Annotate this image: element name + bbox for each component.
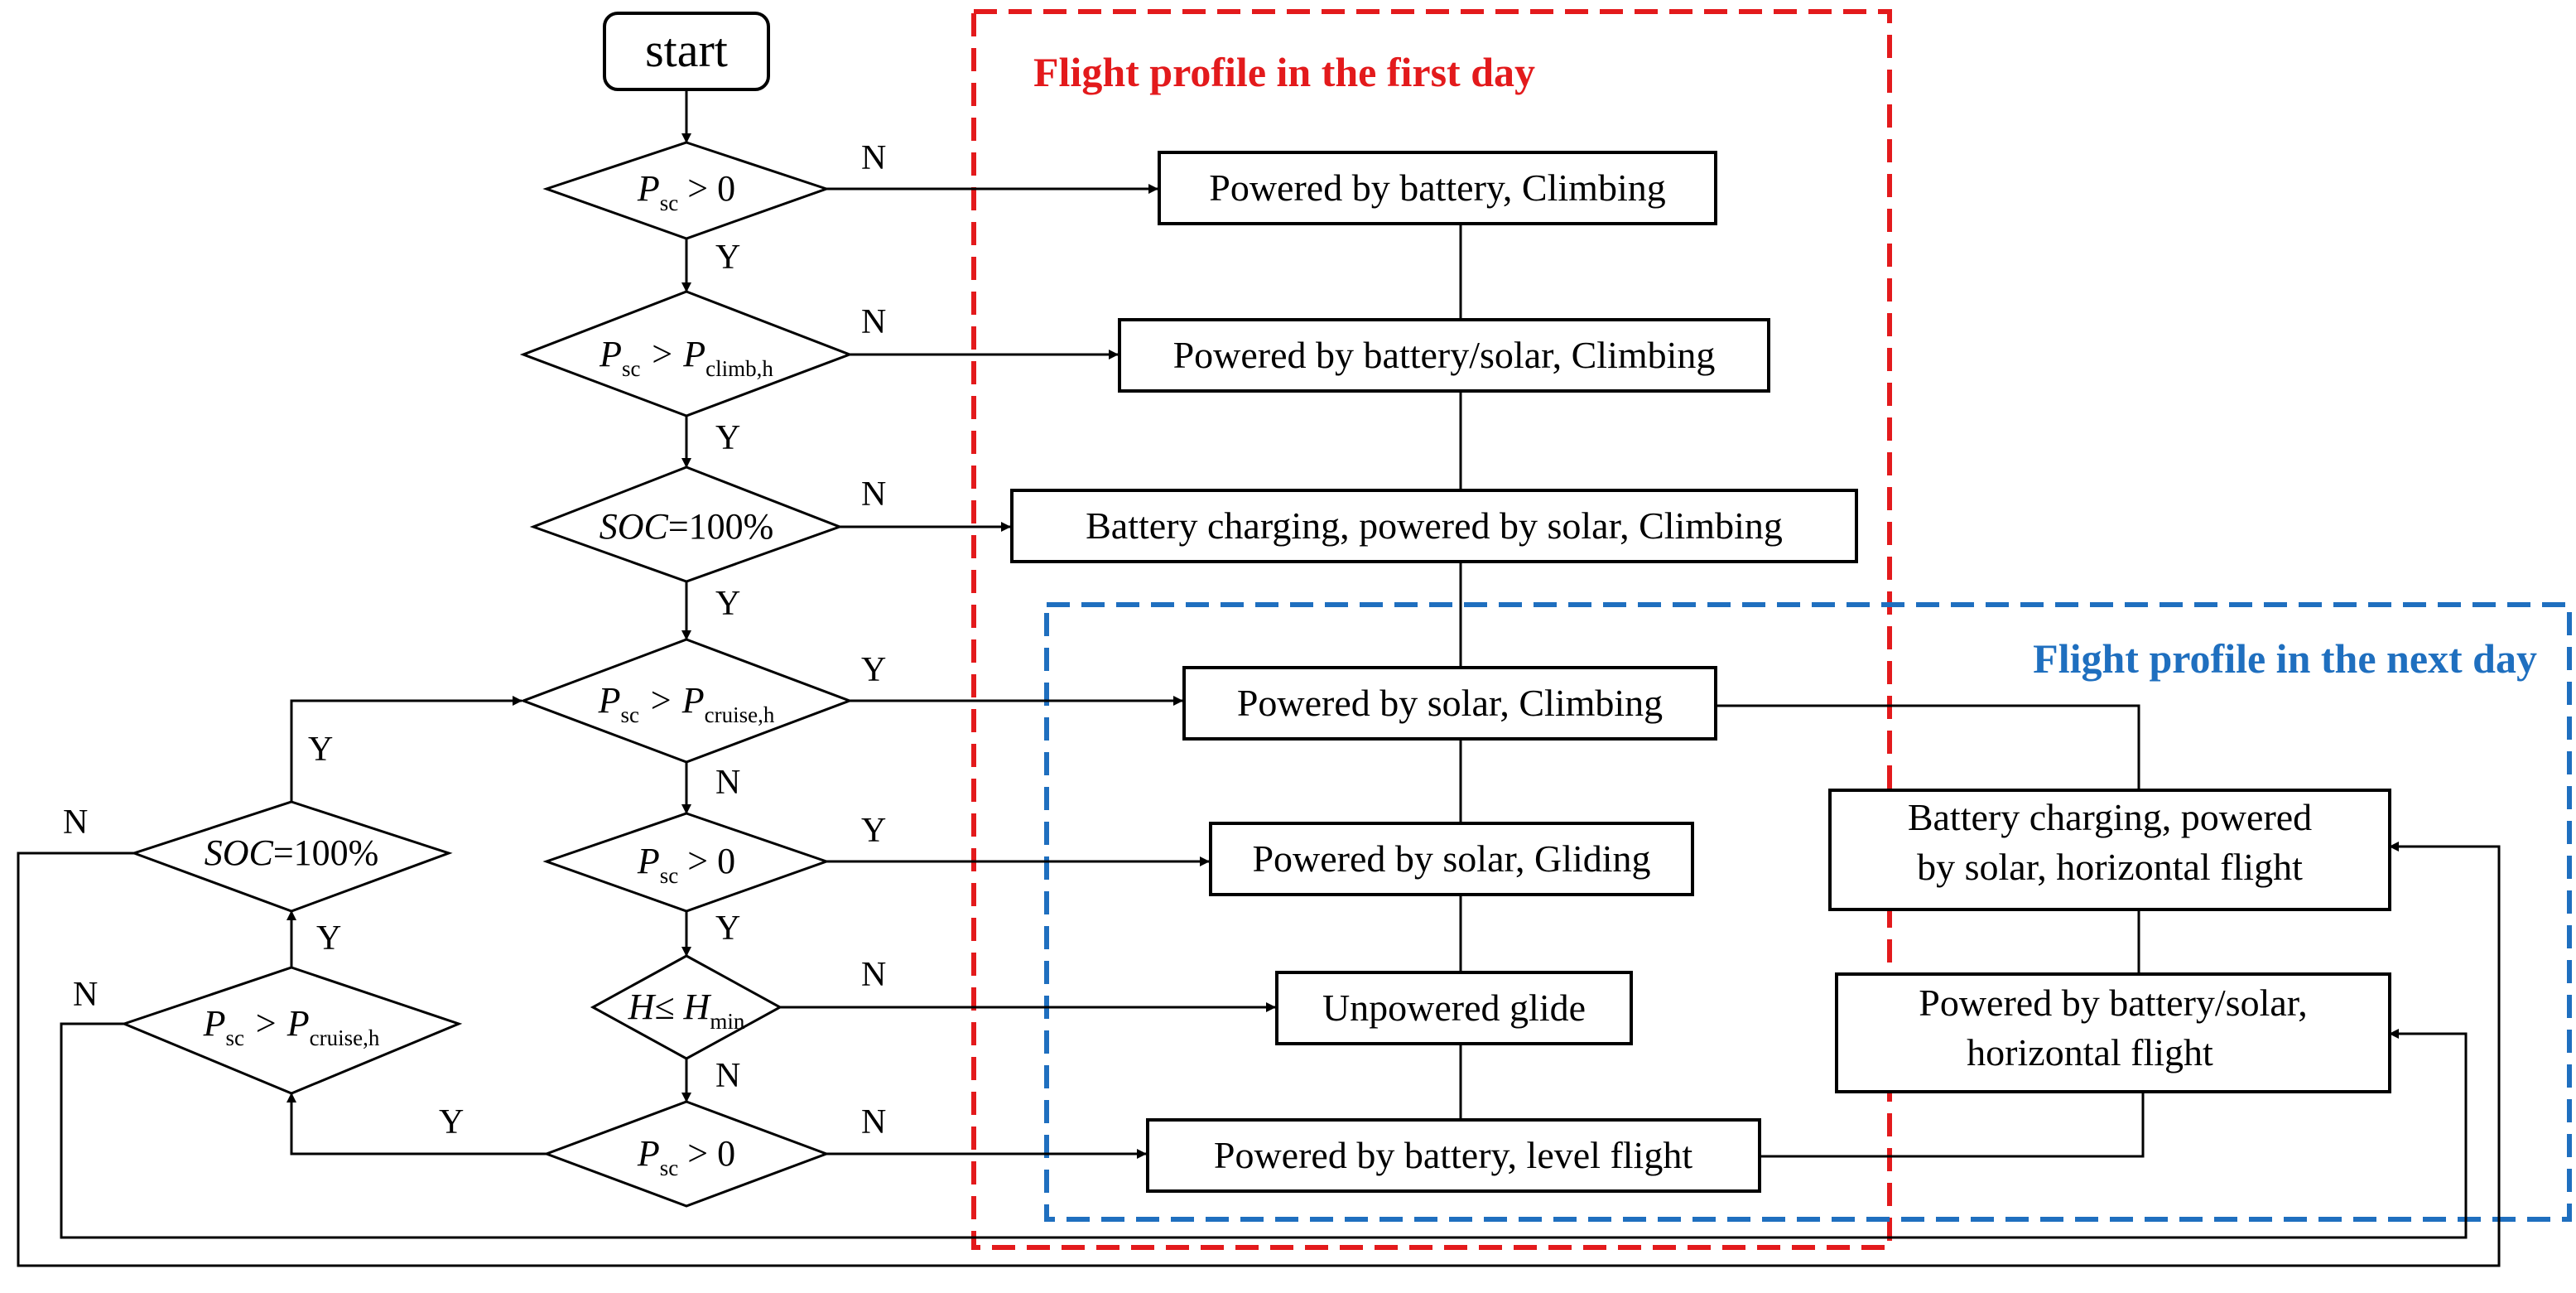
region-next-day-title: Flight profile in the next day xyxy=(2033,635,2537,682)
decision-d7-label: Psc > 0 xyxy=(637,1133,735,1180)
decision-d3-label: SOC=100% xyxy=(599,506,774,547)
decision-d9 xyxy=(130,800,453,913)
branch-label-d1-n: N xyxy=(861,139,886,177)
start-terminal xyxy=(603,12,770,91)
state-s7-label: Powered by battery, level flight xyxy=(1214,1134,1692,1176)
state-s3-box xyxy=(1010,489,1858,563)
state-s9-box xyxy=(1835,972,2391,1093)
decision-d7 xyxy=(542,1100,831,1208)
connector-s7-to-s9 xyxy=(1760,1092,2145,1158)
state-s5-label: Powered by solar, Gliding xyxy=(1252,837,1650,880)
branch-label-d8-n: N xyxy=(73,976,98,1014)
state-s1-box xyxy=(1158,151,1717,225)
region-first-day-frame xyxy=(971,9,1892,1250)
state-s1-label: Powered by battery, Climbing xyxy=(1209,166,1665,209)
state-s9-label-line2: horizontal flight xyxy=(1967,1031,2213,1073)
decision-d3 xyxy=(529,466,844,583)
state-s8-label-line1: Battery charging, powered xyxy=(1908,796,2312,838)
branch-label-d9-n: N xyxy=(63,803,88,842)
branch-label-d2-n: N xyxy=(861,303,886,341)
region-next-day-frame xyxy=(1044,602,2572,1222)
arrow-d8-s9 xyxy=(60,1022,2468,1239)
decision-d5 xyxy=(542,812,831,913)
state-s8-box xyxy=(1828,789,2391,911)
state-s4-box xyxy=(1182,666,1717,741)
decision-d8-label: Psc > Pcruise,h xyxy=(203,1003,380,1050)
decision-d8 xyxy=(120,966,463,1095)
state-s7-box xyxy=(1146,1118,1761,1193)
state-s9-label-line1: Powered by battery/solar, xyxy=(1919,982,2308,1024)
state-s6-label: Unpowered glide xyxy=(1322,987,1586,1029)
decision-d2 xyxy=(519,290,854,417)
decision-d9-label: SOC=100% xyxy=(205,832,379,873)
branch-label-d5-y: Y xyxy=(861,812,886,850)
state-s3-label: Battery charging, powered by solar, Clim… xyxy=(1086,504,1783,547)
decision-d1 xyxy=(542,141,831,240)
state-s4-label: Powered by solar, Climbing xyxy=(1237,682,1663,724)
state-s5-box xyxy=(1209,822,1694,896)
branch-label-d7-y: Y xyxy=(439,1103,464,1141)
decision-d2-label: Psc > Pclimb,h xyxy=(599,334,773,381)
arrow-d9-s8 xyxy=(17,842,2501,1267)
state-s2-box xyxy=(1118,318,1770,393)
start-label: start xyxy=(645,23,728,77)
branch-label-d2-y: Y xyxy=(715,419,740,457)
decision-d5-label: Psc > 0 xyxy=(637,841,735,888)
branch-label-d6-n: N xyxy=(861,956,886,994)
branch-label-d5-y2: Y xyxy=(715,909,740,948)
region-first-day-title: Flight profile in the first day xyxy=(1033,49,1535,95)
decision-d4-label: Psc > Pcruise,h xyxy=(598,680,775,727)
branch-label-d8-y: Y xyxy=(316,919,341,958)
connector-s4-to-s8 xyxy=(1716,704,2140,790)
branch-label-d3-n: N xyxy=(861,475,886,514)
decision-d6-label: H≤ Hmin xyxy=(628,987,745,1034)
branch-label-d4-y: Y xyxy=(861,651,886,689)
arrow-d9-d4 xyxy=(290,696,522,802)
decision-d1-label: Psc > 0 xyxy=(637,168,735,215)
branch-label-d7-n: N xyxy=(861,1103,886,1141)
decision-d6 xyxy=(590,954,783,1060)
branch-label-d6-n2: N xyxy=(715,1057,740,1095)
branch-label-d1-y: Y xyxy=(715,239,740,277)
arrow-d7-d8 xyxy=(286,1093,546,1155)
state-s2-label: Powered by battery/solar, Climbing xyxy=(1173,334,1716,376)
branch-label-d3-y: Y xyxy=(715,585,740,623)
branch-label-d9-y: Y xyxy=(308,731,333,769)
state-s8-label-line2: by solar, horizontal flight xyxy=(1917,846,2303,888)
state-s6-box xyxy=(1275,971,1633,1045)
branch-label-d4-n: N xyxy=(715,764,740,802)
decision-d4 xyxy=(519,638,854,764)
